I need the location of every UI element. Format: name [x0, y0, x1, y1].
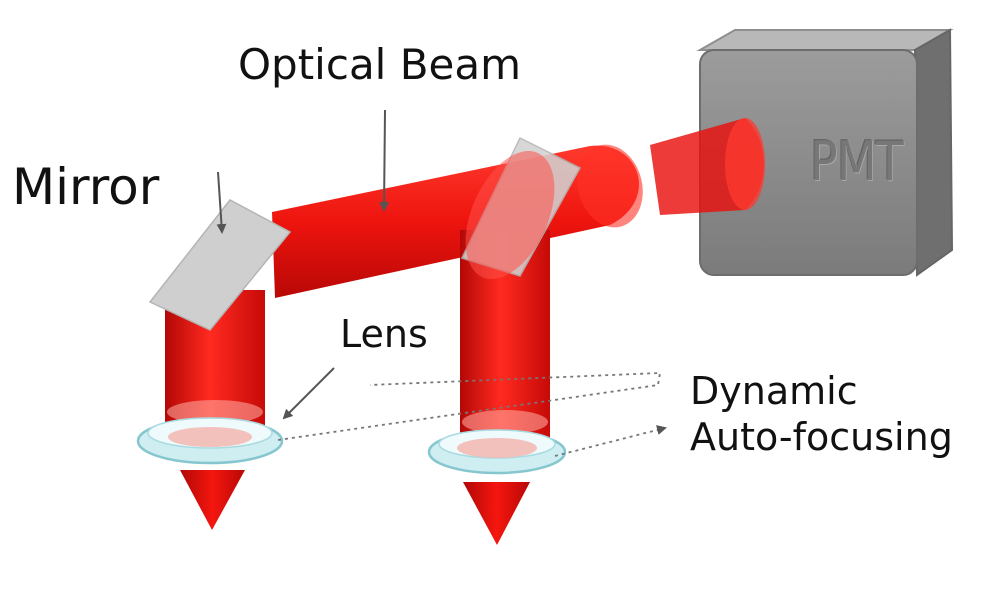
mirror-pointer [216, 171, 227, 234]
label-dynamic-line1: Dynamic [690, 369, 858, 413]
pmt-box [696, 28, 954, 277]
callout-arrows [216, 109, 390, 420]
right-focus-cone [463, 482, 530, 545]
label-pmt: PMT [810, 130, 904, 193]
left-mirror [148, 199, 292, 331]
pmt-side-face [913, 28, 954, 277]
right-mirror [460, 136, 582, 280]
label-optical-beam: Optical Beam [238, 40, 522, 89]
label-mirror: Mirror [12, 158, 160, 216]
optical-beam-pointer [379, 109, 390, 212]
label-dynamic-auto-focusing: Dynamic Auto-focusing [690, 368, 953, 460]
pmt-top-face [696, 29, 954, 51]
beam-to-pmt [650, 118, 765, 215]
autofocus-travel-lines [277, 372, 667, 457]
left-focus-cone [180, 470, 245, 530]
left-lens [136, 417, 284, 465]
lens-pointer [282, 367, 335, 420]
label-dynamic-line2: Auto-focusing [690, 415, 953, 459]
label-lens: Lens [340, 312, 428, 356]
right-lens [427, 429, 567, 475]
